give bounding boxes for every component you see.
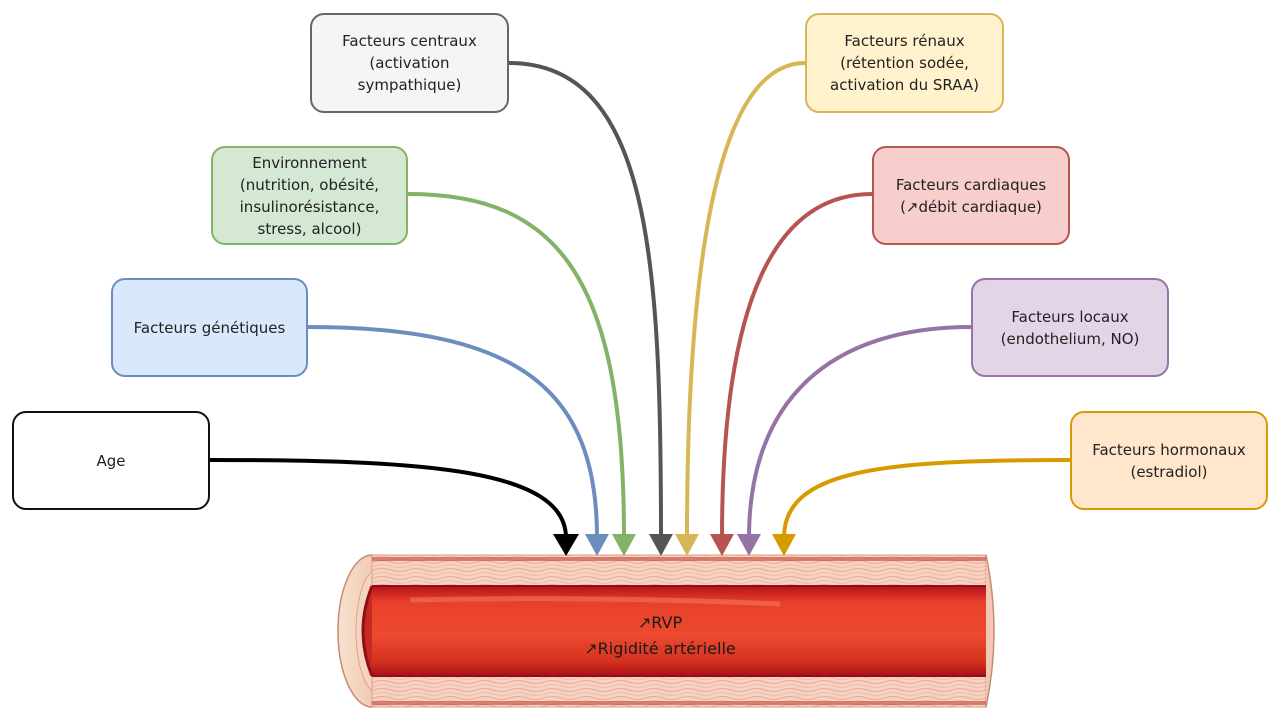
arrow-age xyxy=(208,458,568,540)
arrowhead-renal xyxy=(675,534,699,556)
arrow-cardiac xyxy=(720,192,874,540)
arrow-environment xyxy=(406,192,626,540)
arrowhead-central xyxy=(649,534,673,556)
arrow-hormonal xyxy=(782,458,1072,540)
arrowhead-hormonal xyxy=(772,534,796,556)
arrowhead-local xyxy=(737,534,761,556)
arrow-renal xyxy=(685,61,807,540)
box-genetic-factors: Facteurs génétiques xyxy=(111,278,308,377)
arrowhead-cardiac xyxy=(710,534,734,556)
vessel-right-end xyxy=(985,554,995,708)
box-central-factors: Facteurs centraux (activation sympathiqu… xyxy=(310,13,509,113)
arrow-local xyxy=(747,325,973,540)
box-cardiac-factors: Facteurs cardiaques (↗débit cardiaque) xyxy=(872,146,1070,245)
blood-vessel xyxy=(337,554,995,708)
box-age: Age xyxy=(12,411,210,510)
connectors xyxy=(208,61,1072,540)
arrowhead-environment xyxy=(612,534,636,556)
box-local-factors: Facteurs locaux (endothelium, NO) xyxy=(971,278,1169,377)
box-environment: Environnement (nutrition, obésité, insul… xyxy=(211,146,408,245)
arrow-genetic xyxy=(306,325,599,540)
box-hormonal-factors: Facteurs hormonaux (estradiol) xyxy=(1070,411,1268,510)
arrowhead-genetic xyxy=(585,534,609,556)
vessel-label-stiffness: ↗Rigidité artérielle xyxy=(584,639,736,658)
arrow-central xyxy=(507,61,663,540)
arrowheads xyxy=(553,534,796,556)
box-renal-factors: Facteurs rénaux (rétention sodée, activa… xyxy=(805,13,1004,113)
vessel-label-rvp: ↗RVP xyxy=(637,613,683,632)
arrowhead-age xyxy=(553,534,579,556)
